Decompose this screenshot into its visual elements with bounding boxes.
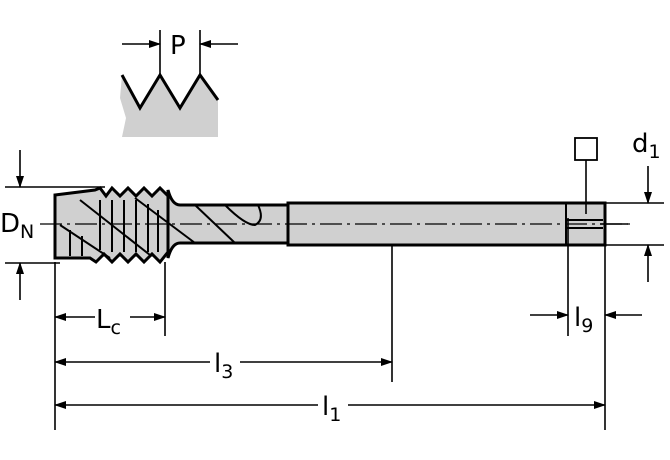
pitch-label: P — [170, 31, 186, 61]
square-drive-symbol — [574, 137, 598, 214]
chamfer-length-dimension: Lc — [54, 305, 166, 339]
chamfer-length-label: Lc — [96, 305, 121, 339]
overall-length-dimension: l1 — [54, 392, 606, 426]
neck-length-dimension: l3 — [54, 349, 393, 383]
flutes — [59, 197, 262, 259]
thread-profile-detail: P — [120, 30, 238, 137]
shank-diameter-dimension: d1 — [600, 129, 664, 282]
nominal-diameter-label: DN — [0, 209, 34, 243]
neck-length-label: l3 — [214, 349, 233, 383]
tap-body — [40, 185, 630, 265]
square-length-dimension: l9 — [530, 303, 642, 337]
overall-length-label: l1 — [322, 392, 341, 426]
nominal-diameter-dimension: DN — [0, 150, 105, 300]
shank-diameter-label: d1 — [632, 129, 661, 163]
square-length-label: l9 — [574, 303, 593, 337]
